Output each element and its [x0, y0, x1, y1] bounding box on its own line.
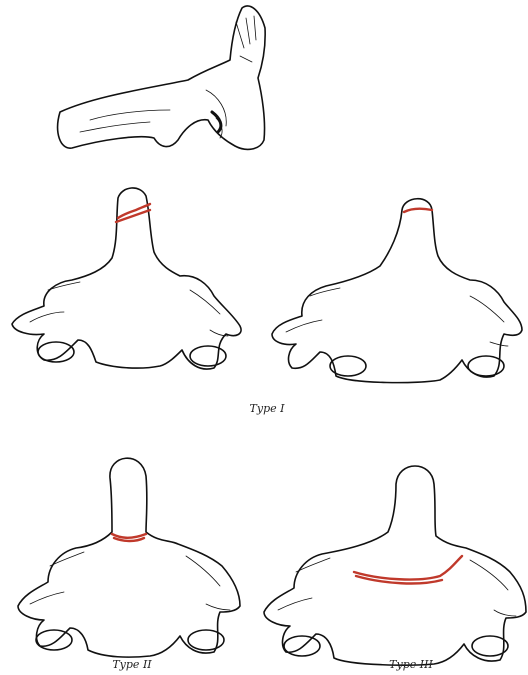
type-iii-label: Type III	[380, 658, 442, 671]
type-i-label: Type I	[244, 402, 290, 415]
type-iii-fracture-line	[354, 556, 462, 583]
type-ii-label: Type II	[104, 658, 160, 671]
